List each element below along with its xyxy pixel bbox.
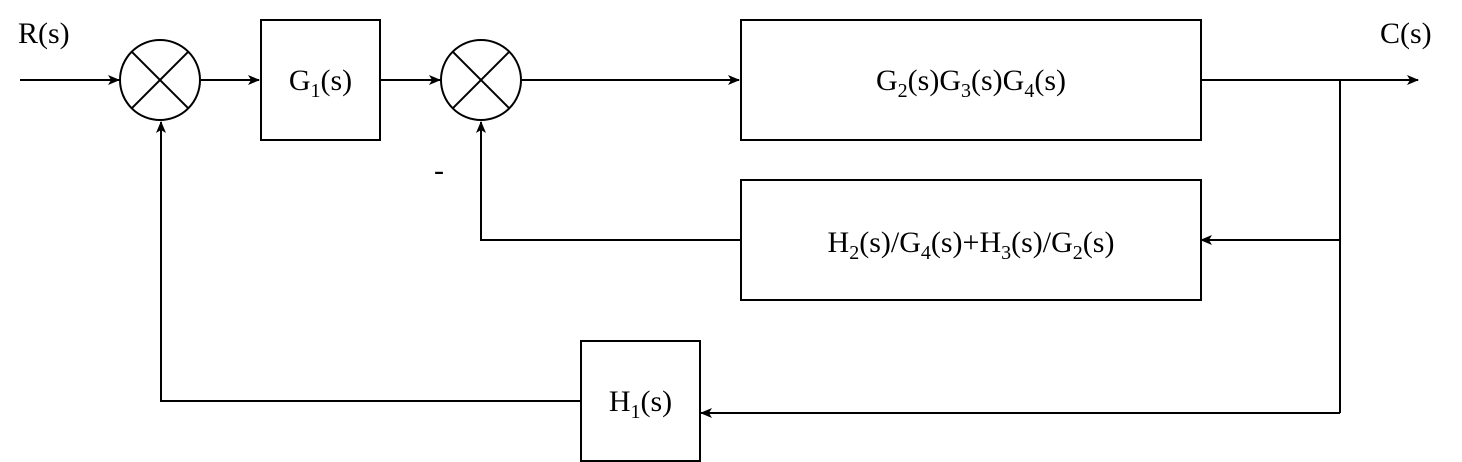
outer-feedback-out-arrow	[156, 121, 581, 402]
block-g1-label: G1(s)	[289, 64, 352, 102]
summing-junction-2	[440, 39, 522, 121]
inner-feedback-out-arrow	[476, 121, 740, 241]
block-forward: G2(s)G3(s)G4(s)	[740, 19, 1202, 141]
block-inner-feedback-label: H2(s)/G4(s)+H3(s)/G2(s)	[828, 226, 1115, 264]
inner-feedback-sign: -	[434, 154, 444, 187]
block-h1-label: H1(s)	[609, 385, 672, 423]
block-h1: H1(s)	[580, 340, 701, 462]
block-inner-feedback: H2(s)/G4(s)+H3(s)/G2(s)	[740, 179, 1202, 301]
block-forward-label: G2(s)G3(s)G4(s)	[876, 64, 1066, 102]
output-signal-label: C(s)	[1380, 17, 1432, 50]
summing-junction-1	[119, 39, 201, 121]
block-g1: G1(s)	[260, 19, 381, 141]
input-signal-label: R(s)	[18, 17, 70, 50]
